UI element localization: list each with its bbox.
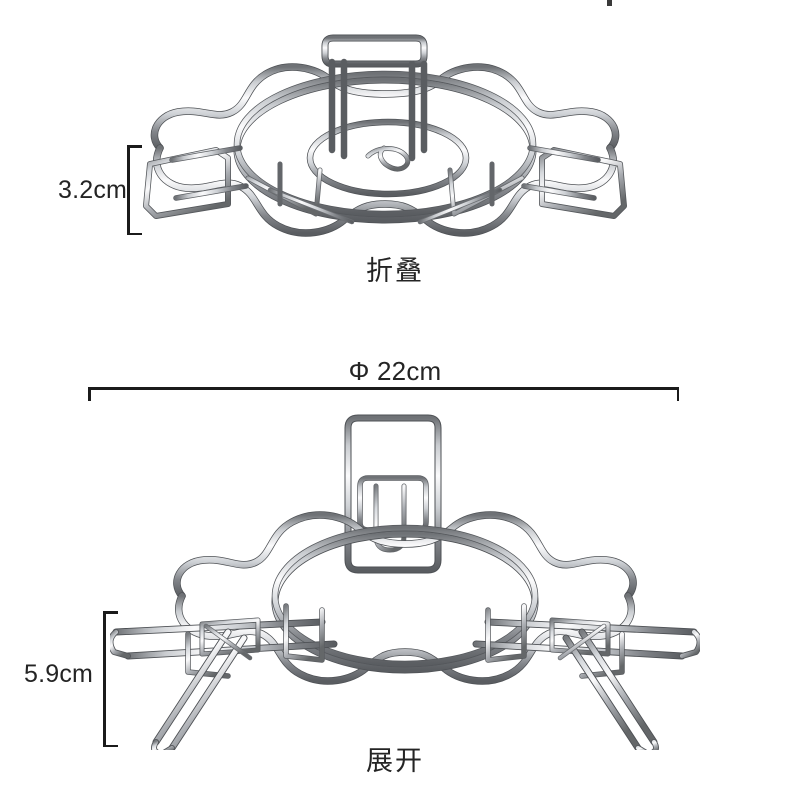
product-image-folded <box>120 8 650 260</box>
product-image-expanded <box>110 410 700 750</box>
folded-height-bracket <box>127 145 143 235</box>
caption-folded: 折叠 <box>366 256 424 286</box>
overall-width-bracket <box>88 387 679 402</box>
cropped-edge-artifact <box>607 0 612 6</box>
folded-height-label: 3.2cm <box>58 176 128 204</box>
open-height-bracket <box>103 611 119 747</box>
overall-width-label: Φ 22cm <box>348 356 442 386</box>
open-height-label: 5.9cm <box>24 660 94 688</box>
caption-expanded: 展开 <box>366 746 424 776</box>
